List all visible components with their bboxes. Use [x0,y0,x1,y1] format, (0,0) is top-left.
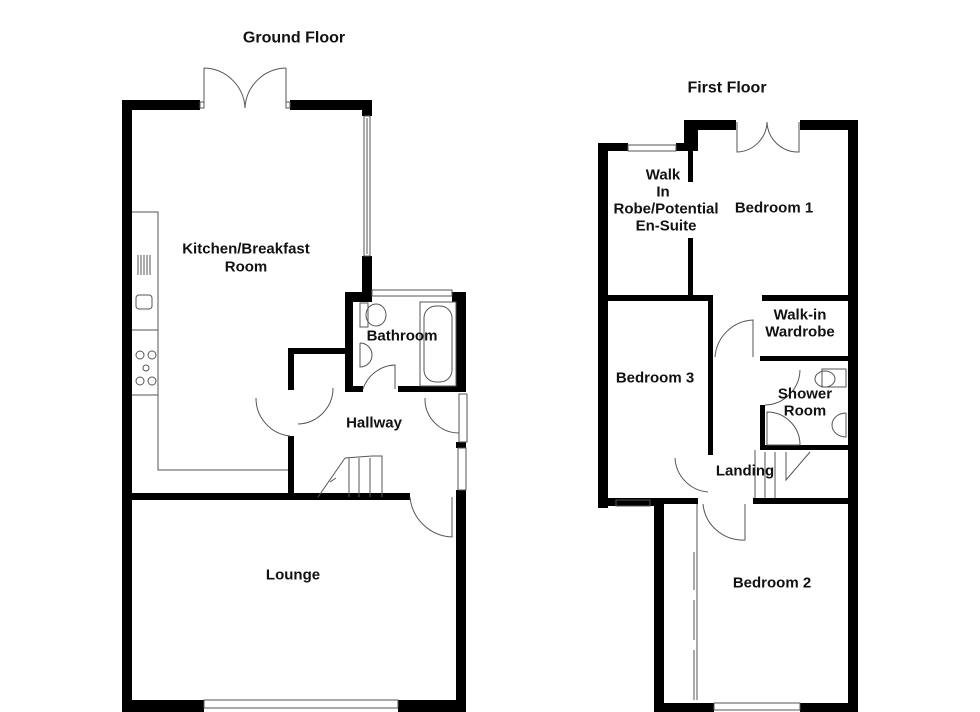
room-label-kitchen-line2: Room [224,258,268,276]
room-label-lounge: Lounge [265,566,321,584]
room-label-walkin-line1: Walk [645,166,681,184]
room-label-walkin-line3: Robe/Potential [613,200,719,218]
room-label-kitchen-line1: Kitchen/Breakfast [182,240,310,258]
room-label-shower-line1: Shower [777,385,833,403]
ground-floor-title: Ground Floor [242,29,346,47]
room-label-bedroom2: Bedroom 2 [732,574,812,592]
room-label-wardrobe-line1: Walk-in [773,306,827,324]
first-floor-walls [598,120,858,712]
room-label-walkin-line4: En-Suite [635,217,697,235]
room-label-bathroom: Bathroom [366,327,438,345]
ground-floor-walls [122,100,466,712]
room-label-hallway: Hallway [346,414,402,432]
room-label-landing: Landing [715,462,775,480]
first-floor-title: First Floor [687,79,767,97]
room-label-walkin-line2: In [656,183,670,201]
first-floor-fixtures [615,121,847,711]
room-label-bedroom1: Bedroom 1 [734,199,814,217]
room-label-wardrobe-line2: Wardrobe [765,323,835,341]
room-label-bedroom3: Bedroom 3 [615,369,695,387]
room-label-shower-line2: Room [783,402,827,420]
ground-floor-fixtures [132,67,468,709]
